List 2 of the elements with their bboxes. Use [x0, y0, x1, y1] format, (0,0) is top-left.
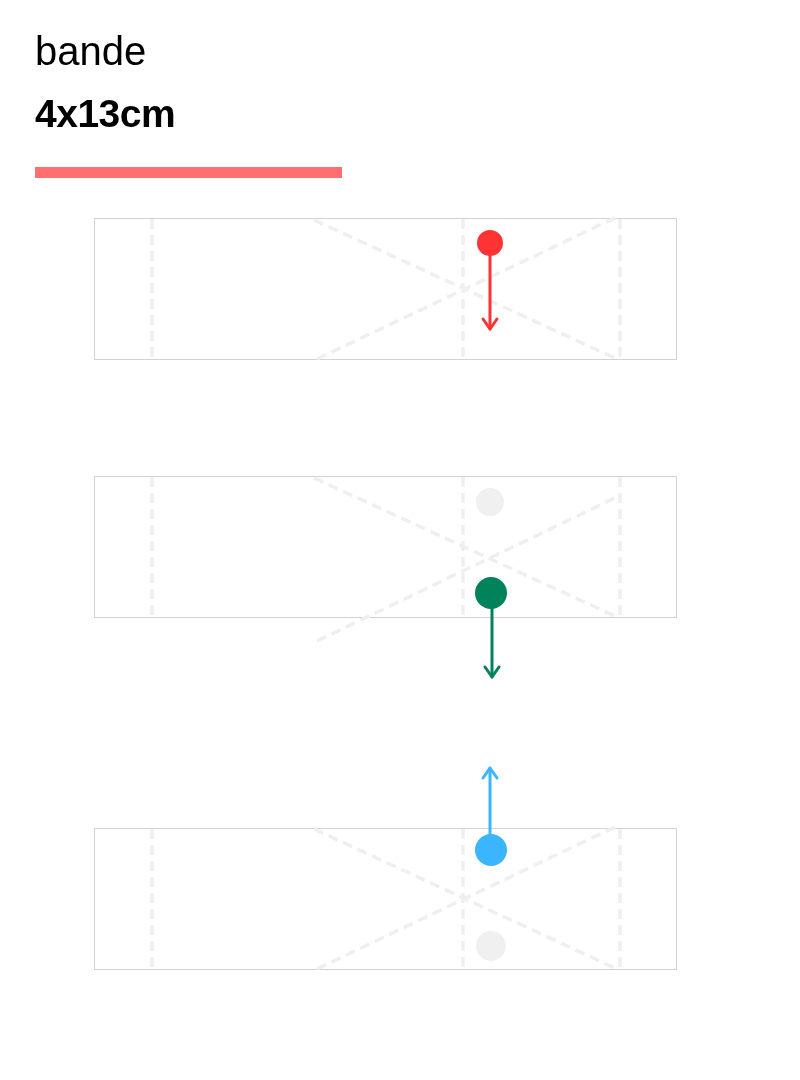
- size-label: 4x13cm: [35, 91, 176, 137]
- title: bande: [35, 28, 147, 75]
